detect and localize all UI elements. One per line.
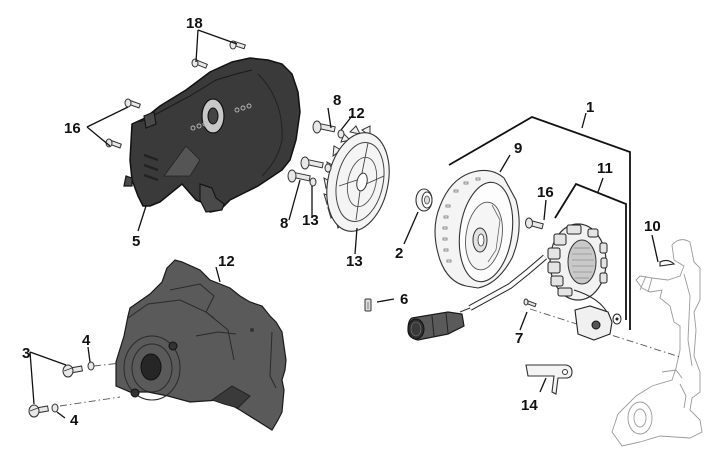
crankcase-outline — [611, 239, 703, 447]
callout-6[interactable]: 6 — [400, 291, 408, 308]
callout-8-upper[interactable]: 8 — [333, 92, 341, 109]
callout-18[interactable]: 18 — [186, 15, 203, 32]
callout-11[interactable]: 12 — [218, 253, 235, 270]
callout-3[interactable]: 3 — [22, 345, 30, 362]
callout-1[interactable]: 1 — [586, 99, 594, 116]
spacer-bushing[interactable] — [415, 188, 433, 212]
screw-16-b[interactable] — [105, 138, 122, 149]
callout-13-lower[interactable]: 13 — [302, 212, 319, 229]
callout-7[interactable]: 7 — [515, 330, 523, 347]
callout-9[interactable]: 9 — [514, 140, 522, 157]
leader-lines — [29, 29, 659, 419]
screw-16-a[interactable] — [124, 98, 141, 109]
callout-4-lower[interactable]: 4 — [70, 412, 79, 429]
screw-18-b[interactable] — [191, 58, 208, 69]
clip-6[interactable] — [364, 298, 372, 312]
callout-5[interactable]: 5 — [132, 233, 140, 250]
callout-10[interactable]: 10 — [644, 218, 661, 235]
pickup-coil[interactable] — [574, 305, 622, 341]
wire-connector[interactable] — [407, 311, 465, 341]
cable-bracket-15[interactable] — [525, 364, 573, 395]
pickup-screw-7[interactable] — [523, 298, 537, 308]
callout-16-stator[interactable]: 16 — [537, 184, 554, 201]
cylinder-shroud[interactable] — [115, 259, 287, 431]
shroud-washer-4-upper[interactable] — [87, 361, 95, 371]
callout-15[interactable]: 14 — [521, 397, 538, 414]
fan-bolt-8-upper[interactable] — [312, 120, 336, 134]
callouts: 18 16 5 8 12 8 13 13 2 9 1 16 11 10 6 7 … — [22, 15, 661, 429]
stator-screw-16[interactable] — [525, 217, 544, 230]
fan-bolt-8-lower[interactable] — [287, 169, 311, 183]
alignment-line-screw-lower — [59, 396, 121, 407]
callout-13-upper[interactable]: 12 — [348, 105, 365, 122]
shroud-screw-3-lower[interactable] — [28, 404, 50, 418]
cooling-fan[interactable] — [318, 125, 397, 237]
callout-2[interactable]: 2 — [395, 245, 403, 262]
flywheel-rotor[interactable] — [434, 169, 520, 289]
callout-16-left[interactable]: 16 — [64, 120, 81, 137]
fan-washer-13-upper[interactable] — [337, 129, 345, 139]
callout-4-upper[interactable]: 4 — [82, 332, 91, 349]
woodruff-key-10[interactable] — [659, 259, 676, 267]
fan-cover[interactable] — [123, 57, 301, 213]
fan-bolt-middle[interactable] — [300, 156, 332, 173]
callout-14[interactable]: 13 — [346, 253, 363, 270]
callout-8-lower[interactable]: 8 — [280, 215, 288, 232]
shroud-washer-4-lower[interactable] — [51, 403, 59, 413]
shroud-screw-3-upper[interactable] — [62, 364, 84, 378]
fan-washer-13-lower[interactable] — [309, 177, 317, 187]
stator[interactable] — [547, 223, 608, 301]
callout-12[interactable]: 11 — [597, 160, 613, 177]
assembly-bracket-1 — [448, 116, 631, 330]
assembly-bracket-12 — [554, 182, 627, 320]
